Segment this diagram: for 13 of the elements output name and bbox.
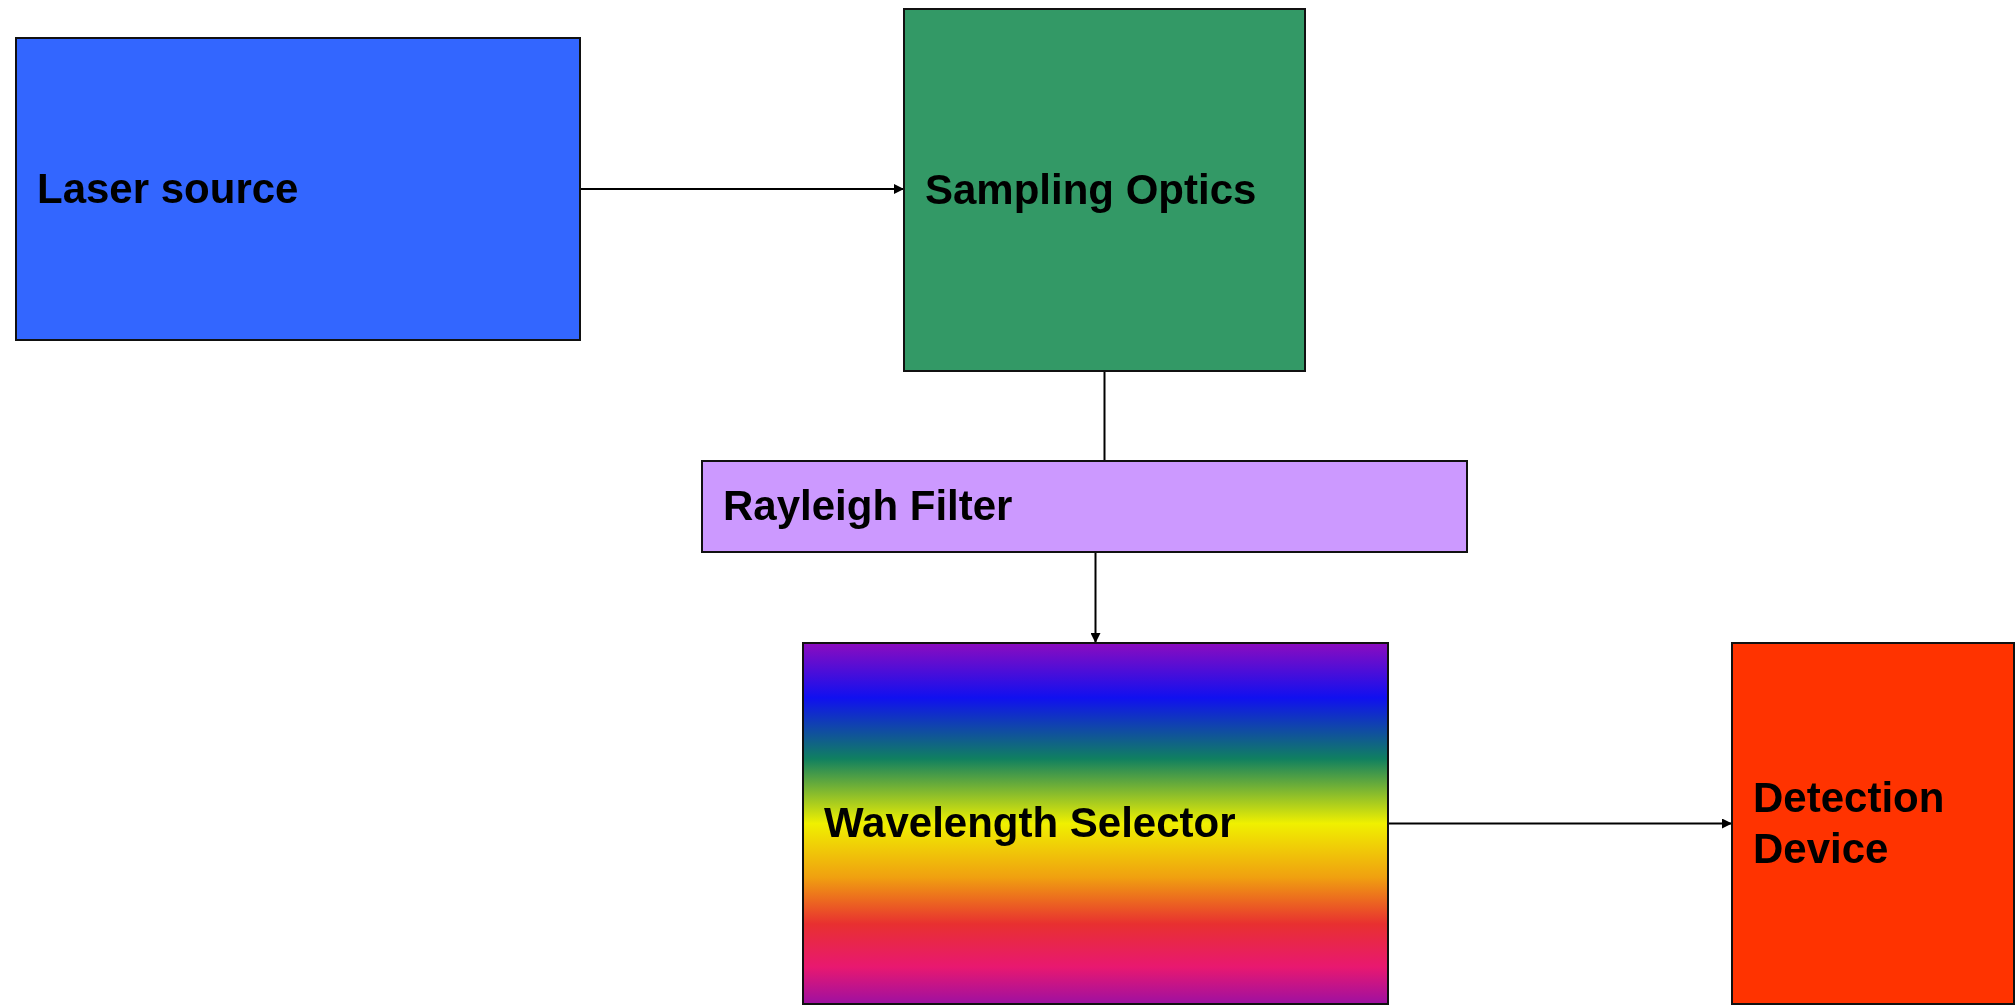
process-box bbox=[802, 642, 1389, 1005]
process-box bbox=[15, 37, 581, 341]
process-box bbox=[903, 8, 1306, 372]
process-box bbox=[1731, 642, 2015, 1005]
box-label: Sampling Optics bbox=[925, 164, 1258, 215]
box-label: Detection Device bbox=[1753, 773, 1946, 874]
process-box bbox=[701, 460, 1468, 553]
arrow bbox=[1388, 818, 1732, 829]
box-label: Laser source bbox=[37, 163, 300, 214]
arrow bbox=[1090, 552, 1101, 643]
box-label: Wavelength Selector bbox=[824, 798, 1237, 849]
arrow bbox=[580, 184, 904, 194]
box-label: Rayleigh Filter bbox=[723, 481, 1014, 532]
